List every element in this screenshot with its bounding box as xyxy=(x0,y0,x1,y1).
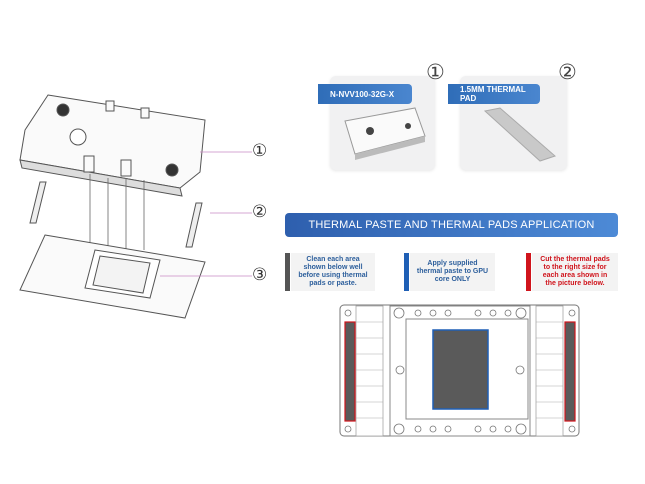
callout-3: ③ xyxy=(252,265,268,285)
note-clean: Clean each area shown below well before … xyxy=(291,253,375,291)
product-label-water-block: N-NVV100-32G-X xyxy=(318,84,412,104)
callout-lines xyxy=(160,151,252,277)
product-number-2: ② xyxy=(558,60,577,84)
product-label-thermal-pad: 1.5MM THERMAL PAD xyxy=(448,84,540,104)
thermal-pad-pieces xyxy=(29,181,203,248)
exploded-assembly-diagram xyxy=(19,94,252,319)
product-number-1: ① xyxy=(426,60,445,84)
callout-2: ② xyxy=(252,202,268,222)
note-bar-blue xyxy=(404,253,409,291)
note-paste: Apply supplied thermal paste to GPU core… xyxy=(410,253,495,291)
board-top-view xyxy=(339,304,580,437)
water-block-photo xyxy=(344,107,426,160)
gpu-core-area xyxy=(432,329,489,410)
application-banner: THERMAL PASTE AND THERMAL PADS APPLICATI… xyxy=(285,213,618,237)
callout-1: ① xyxy=(252,141,268,161)
left-pad-area xyxy=(344,321,356,422)
note-pads: Cut the thermal pads to the right size f… xyxy=(532,253,618,291)
right-pad-area xyxy=(564,321,576,422)
gpu-board xyxy=(19,234,206,319)
thermal-pad-photo xyxy=(483,107,556,162)
water-block-top xyxy=(19,94,206,197)
note-bar-gray xyxy=(285,253,290,291)
note-bar-red xyxy=(526,253,531,291)
